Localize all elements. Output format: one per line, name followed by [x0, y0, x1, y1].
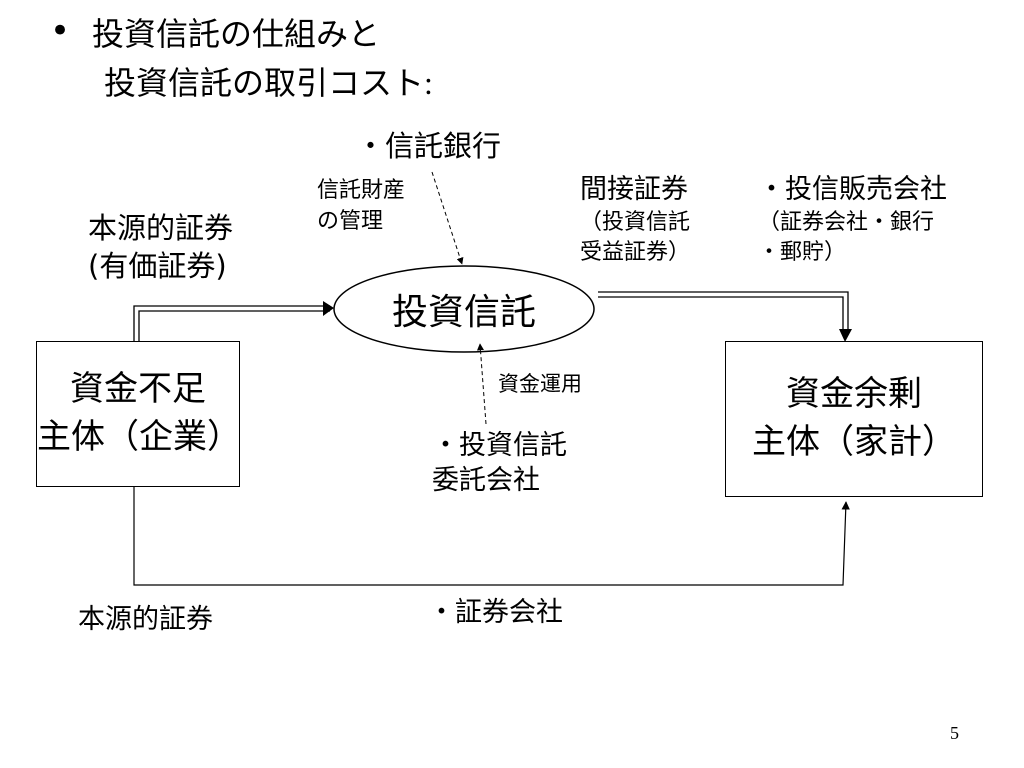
flow-fund-to-household: [598, 291, 852, 342]
indirect-securities-line3: 受益証券）: [580, 240, 691, 266]
title-bullet: •: [50, 11, 71, 51]
distributor-line2: （証券会社・銀行: [758, 210, 935, 236]
title-colon: :: [424, 65, 433, 101]
surplus-entity-box: 資金余剰 主体（家計）: [725, 341, 983, 497]
indirect-securities-label: 間接証券 （投資信託 受益証券）: [580, 172, 690, 268]
trust-asset-management-line1: 信託財産: [317, 178, 406, 203]
center-node-ellipse: [333, 265, 595, 353]
flow-direct-securities: [133, 485, 850, 586]
title-line-2-text: 投資信託の取引コスト: [104, 64, 425, 102]
distributor-line1: ・投信販売会社: [758, 174, 947, 205]
distributor-line3: ・郵貯）: [758, 240, 847, 266]
trust-bank-label: ・信託銀行: [356, 129, 502, 163]
management-company-line1: ・投資信託: [432, 430, 567, 461]
primary-securities-top-label: 本源的証券 (有価証券): [88, 210, 233, 285]
deficit-entity-line1: 資金不足: [70, 369, 206, 410]
dashed-arrow-trust-bank: [431, 171, 464, 265]
page-number: 5: [950, 723, 959, 743]
primary-securities-top-line1: 本源的証券: [88, 211, 234, 245]
distributor-label: ・投信販売会社 （証券会社・銀行 ・郵貯）: [758, 172, 947, 268]
primary-securities-top-line2: (有価証券): [88, 248, 227, 283]
management-company-label: ・投資信託 委託会社: [432, 428, 567, 498]
indirect-securities-line2: （投資信託: [580, 210, 691, 236]
primary-securities-bottom-label: 本源的証券: [78, 604, 213, 635]
management-company-line2: 委託会社: [432, 465, 540, 497]
trust-asset-management-line2: の管理: [317, 208, 384, 234]
surplus-entity-line1: 資金余剰: [786, 374, 922, 415]
surplus-entity-line2: 主体（家計）: [752, 422, 956, 462]
flow-securities-to-fund: [133, 301, 334, 342]
title-line-1: 投資信託の仕組みと: [92, 15, 381, 53]
dashed-arrow-management-company: [476, 343, 487, 425]
title-line-2: 投資信託の取引コスト:: [104, 63, 433, 103]
deficit-entity-line2: 主体（企業）: [37, 417, 241, 457]
center-node: 投資信託: [391, 292, 536, 333]
securities-company-label: ・証券会社: [428, 597, 563, 628]
indirect-securities-line1: 間接証券: [580, 174, 688, 205]
deficit-entity-box: 資金不足 主体（企業）: [36, 341, 241, 487]
fund-operation-label: 資金運用: [498, 372, 582, 396]
trust-asset-management-label: 信託財産 の管理: [317, 176, 405, 238]
